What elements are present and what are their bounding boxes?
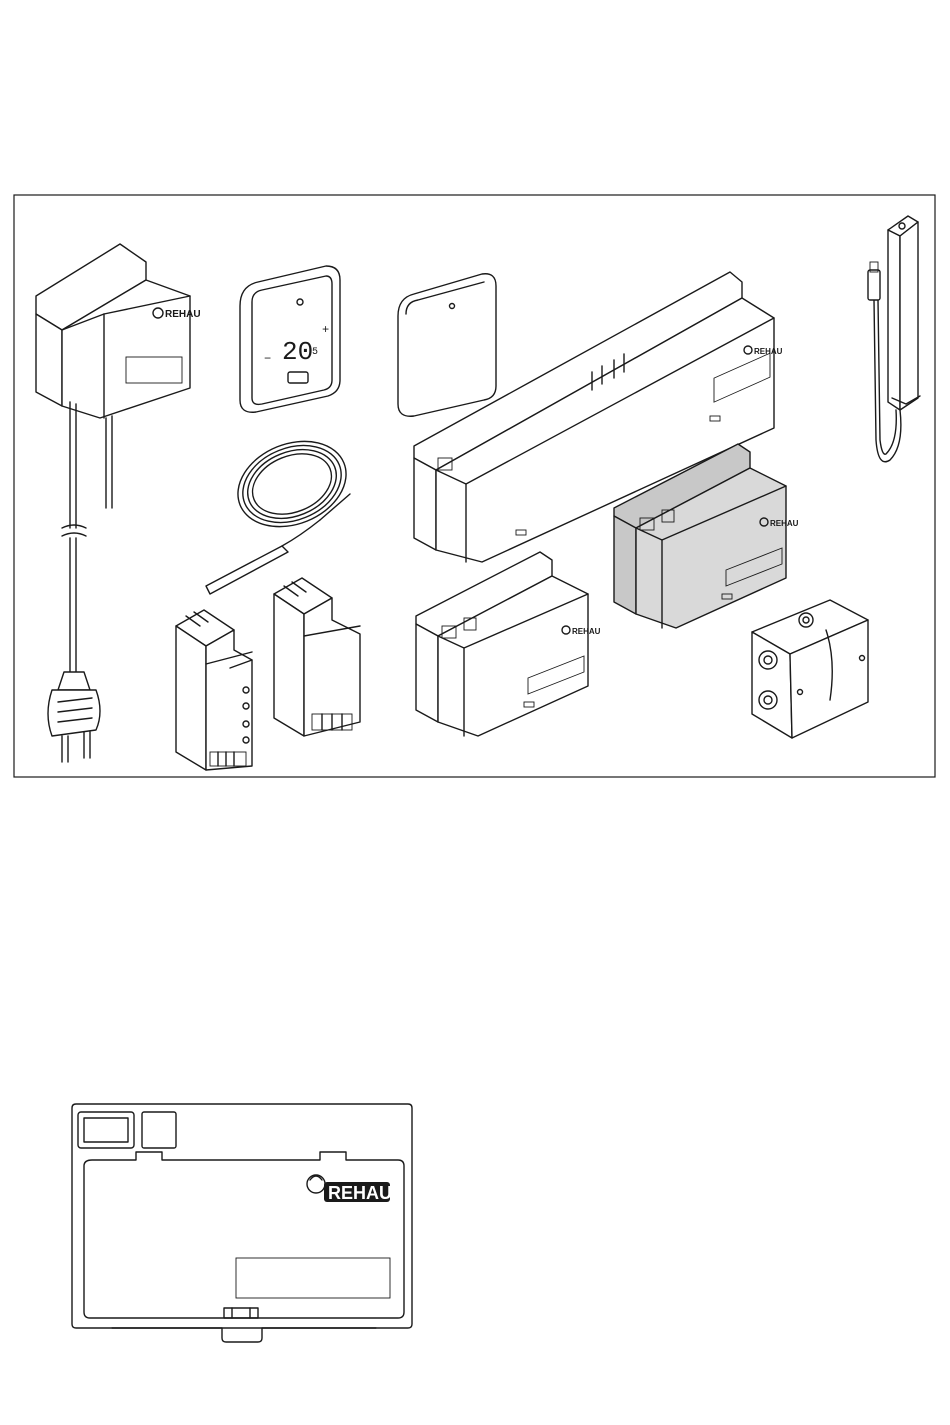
thermostat-plus-sign: +	[322, 323, 329, 337]
junction-box-icon	[752, 600, 868, 738]
thermostat-minus-sign: −	[264, 352, 271, 366]
brand-logo-text: REHAU	[754, 347, 783, 356]
din-module-2-icon	[274, 578, 360, 736]
brand-logo-text: REHAU	[572, 627, 601, 636]
display-thermostat-icon: 20 5 − +	[240, 266, 340, 412]
brand-logo-large: REHAU	[328, 1183, 392, 1203]
thermostat-display-decimal: 5	[312, 347, 318, 358]
thermostat-display-value: 20	[282, 337, 313, 367]
sensor-cable-icon	[206, 426, 359, 594]
brand-logo-text: REHAU	[770, 519, 799, 528]
room-sensor-icon	[398, 274, 496, 417]
brand-logo-text: REHAU	[165, 309, 201, 320]
din-module-1-icon	[176, 610, 252, 770]
antenna-icon	[868, 216, 920, 462]
base-station-small-icon: REHAU	[416, 552, 601, 736]
module-front-view-icon: REHAU	[72, 1104, 412, 1342]
